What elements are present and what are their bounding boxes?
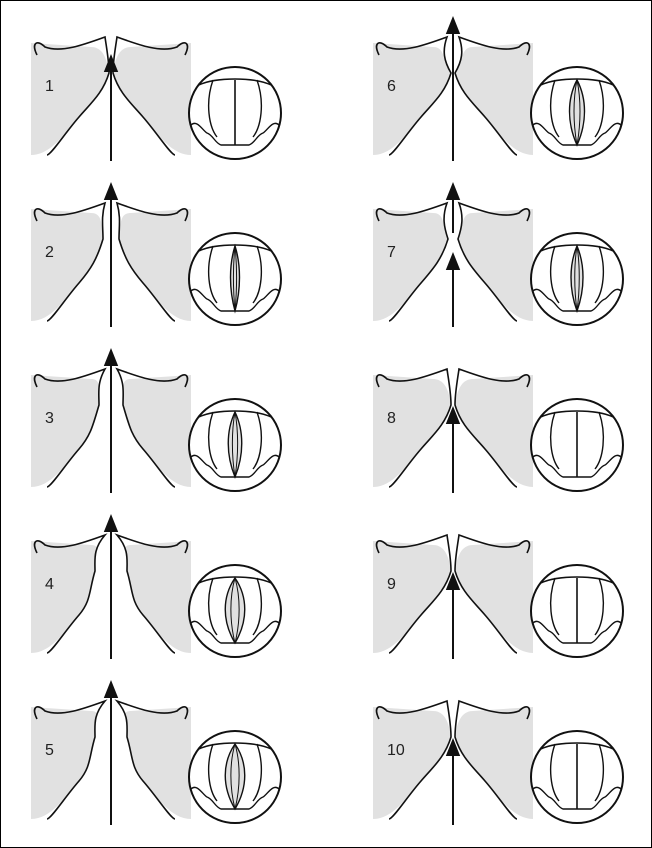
glottis-top-view	[189, 565, 281, 657]
left-vocal-fold	[31, 541, 97, 653]
right-vocal-fold	[458, 209, 533, 321]
panel-number-label: 8	[387, 410, 396, 427]
glottis-top-view	[189, 233, 281, 325]
panel-number-label: 4	[45, 576, 54, 593]
panel-2: 2	[31, 191, 281, 327]
panel-9: 9	[373, 535, 623, 659]
panel-number-label: 3	[45, 410, 54, 427]
panel-number-label: 6	[387, 78, 396, 95]
right-vocal-fold	[113, 43, 191, 155]
panel-number-label: 10	[387, 742, 405, 759]
glottis-top-view	[531, 731, 623, 823]
left-vocal-fold	[31, 707, 97, 819]
panel-1: 1	[31, 37, 281, 161]
right-vocal-fold	[125, 707, 191, 819]
glottis-top-view	[531, 565, 623, 657]
glottis-top-view	[189, 731, 281, 823]
panel-4: 4	[31, 523, 281, 659]
right-vocal-fold	[125, 541, 191, 653]
panel-6: 6	[373, 25, 623, 161]
glottis-top-view	[531, 233, 623, 325]
right-vocal-fold	[455, 707, 533, 819]
left-vocal-fold	[31, 43, 109, 155]
glottis-top-view	[531, 399, 623, 491]
left-vocal-fold	[373, 541, 451, 653]
panel-3: 3	[31, 357, 281, 493]
glottis-top-view	[189, 67, 281, 159]
panel-5: 5	[31, 689, 281, 825]
left-vocal-fold	[31, 375, 99, 487]
panel-number-label: 1	[45, 78, 54, 95]
glottis-top-view	[189, 399, 281, 491]
left-vocal-fold	[373, 43, 451, 155]
right-vocal-fold	[455, 541, 533, 653]
panel-10: 10	[373, 701, 623, 825]
panel-number-label: 2	[45, 244, 54, 261]
panel-number-label: 5	[45, 742, 54, 759]
left-vocal-fold	[373, 707, 451, 819]
left-vocal-fold	[373, 209, 448, 321]
right-vocal-fold	[455, 43, 533, 155]
panel-7: 7	[373, 191, 623, 327]
right-vocal-fold	[123, 375, 191, 487]
panel-number-label: 9	[387, 576, 396, 593]
panel-8: 8	[373, 369, 623, 493]
left-vocal-fold	[373, 375, 451, 487]
right-vocal-fold	[455, 375, 533, 487]
panel-number-label: 7	[387, 244, 396, 261]
glottis-top-view	[531, 67, 623, 159]
